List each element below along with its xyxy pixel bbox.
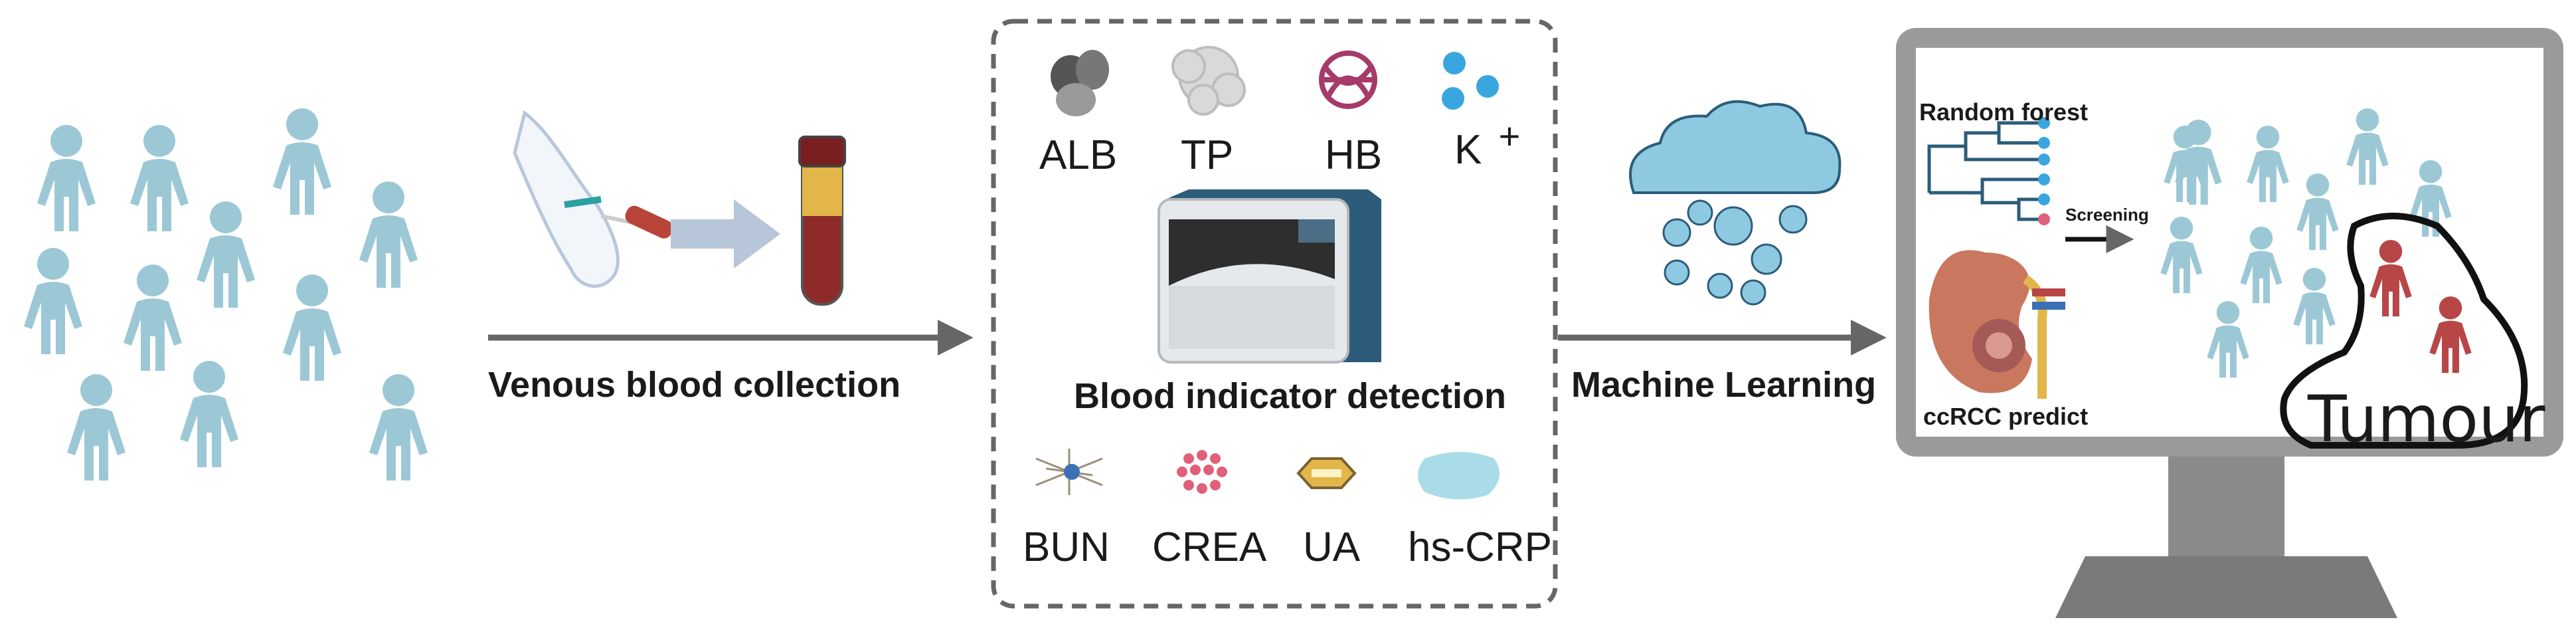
person-icon — [283, 274, 341, 381]
tree-leaves — [2038, 117, 2050, 225]
kidney-icon — [1929, 250, 2065, 399]
tumour-label: Tumour — [2308, 382, 2545, 457]
indicator-tp-label: TP — [1181, 132, 1234, 178]
indicator-k-label: K + — [1454, 115, 1520, 173]
alb-icon — [1051, 50, 1109, 116]
person-icon — [180, 361, 238, 467]
hb-icon — [1319, 51, 1377, 109]
monitor — [1896, 28, 2563, 618]
blood-analyzer-icon — [1158, 189, 1381, 364]
person-icon — [24, 248, 82, 354]
step-learning-label: Machine Learning — [1571, 365, 1877, 405]
ua-icon — [1296, 457, 1357, 489]
k-ions-icon — [1442, 52, 1499, 110]
person-icon — [67, 374, 126, 481]
screening-label: Screening — [2065, 205, 2149, 225]
person-icon — [197, 201, 255, 308]
blood-tube-icon — [798, 136, 846, 306]
tumour-outline — [2280, 213, 2528, 449]
indicator-hs-crp-label: hs-CRP — [1408, 524, 1553, 570]
detection-box — [991, 19, 1558, 609]
ml-cloud-icon — [1629, 100, 1842, 306]
person-icon — [130, 125, 189, 231]
step-detection-label: Blood indicator detection — [1074, 376, 1507, 416]
random-forest-tree-icon — [1927, 121, 2042, 221]
person-icon — [37, 125, 96, 231]
indicator-bun-label: BUN — [1023, 524, 1110, 570]
crea-icon — [1177, 450, 1227, 494]
indicator-k-base: K — [1454, 127, 1482, 173]
indicator-crea-label: CREA — [1152, 524, 1267, 570]
step-collection-label: Venous blood collection — [488, 365, 901, 405]
ccrcc-predict-label: ccRCC predict — [1923, 403, 2089, 430]
indicator-k-superscript: + — [1498, 115, 1521, 157]
person-icon — [273, 108, 331, 215]
blood-draw-illustration — [513, 110, 846, 306]
bun-icon — [1035, 449, 1103, 495]
person-icon — [359, 181, 418, 288]
person-icon — [369, 374, 428, 481]
tp-icon — [1171, 46, 1246, 116]
hs-crp-icon — [1418, 452, 1500, 500]
indicator-alb-label: ALB — [1039, 132, 1118, 178]
indicator-hb-label: HB — [1325, 132, 1383, 178]
person-icon — [124, 265, 182, 371]
population-group — [24, 108, 428, 481]
indicator-ua-label: UA — [1303, 524, 1361, 570]
transfer-arrow-icon — [671, 199, 780, 268]
random-forest-label: Random forest — [1919, 98, 2089, 126]
